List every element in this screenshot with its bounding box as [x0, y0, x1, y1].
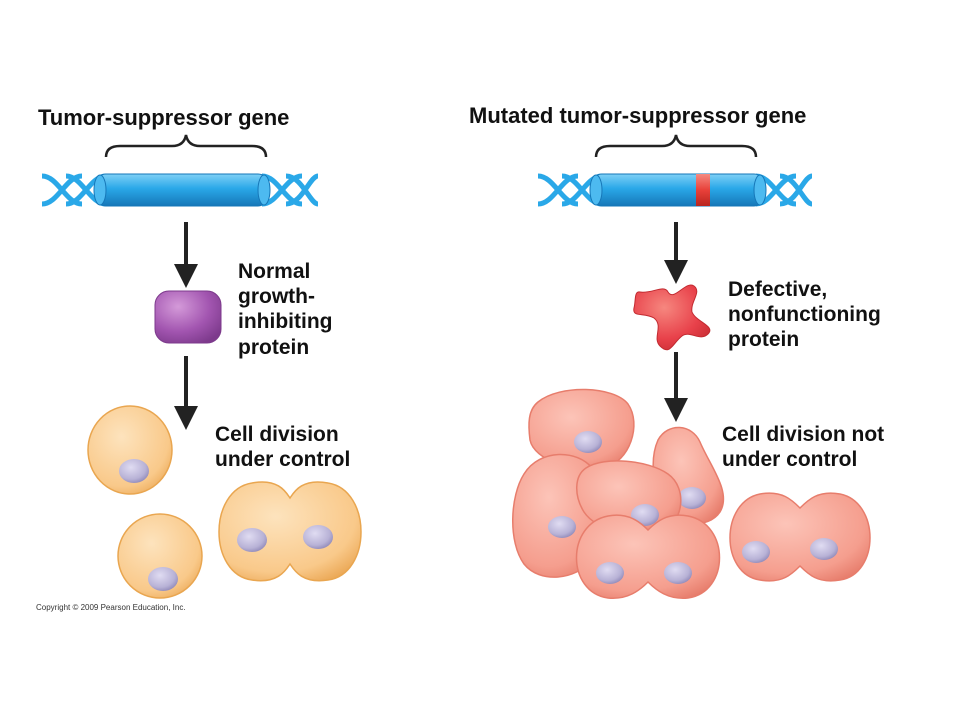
- right-division-label: Cell division not under control: [722, 423, 885, 472]
- left-division-label: Cell division under control: [215, 423, 351, 472]
- left-dna-icon: [41, 173, 319, 207]
- normal-cell-icon: [117, 513, 203, 599]
- right-gene-brace: [594, 134, 758, 158]
- dividing-abnormal-cell-icon: [729, 492, 871, 582]
- normal-protein-label: Normal growth- inhibiting protein: [238, 260, 333, 359]
- defective-protein-icon: [633, 284, 711, 351]
- left-gene-label: Tumor-suppressor gene: [38, 105, 290, 130]
- abnormal-cells-cluster: [512, 388, 871, 599]
- copyright-notice: Copyright © 2009 Pearson Education, Inc.: [36, 603, 186, 612]
- abnormal-cell-icon: [528, 388, 635, 471]
- defective-protein-label: Defective, nonfunctioning protein: [728, 278, 881, 352]
- dividing-abnormal-cell-icon: [575, 514, 721, 599]
- mutation-site-icon: [696, 174, 710, 206]
- dividing-normal-cell-icon: [218, 481, 362, 582]
- normal-cell-icon: [87, 405, 173, 495]
- right-dna-icon: [537, 173, 813, 207]
- right-gene-label: Mutated tumor-suppressor gene: [469, 103, 807, 128]
- normal-protein-icon: [154, 290, 222, 344]
- left-gene-brace: [104, 134, 268, 158]
